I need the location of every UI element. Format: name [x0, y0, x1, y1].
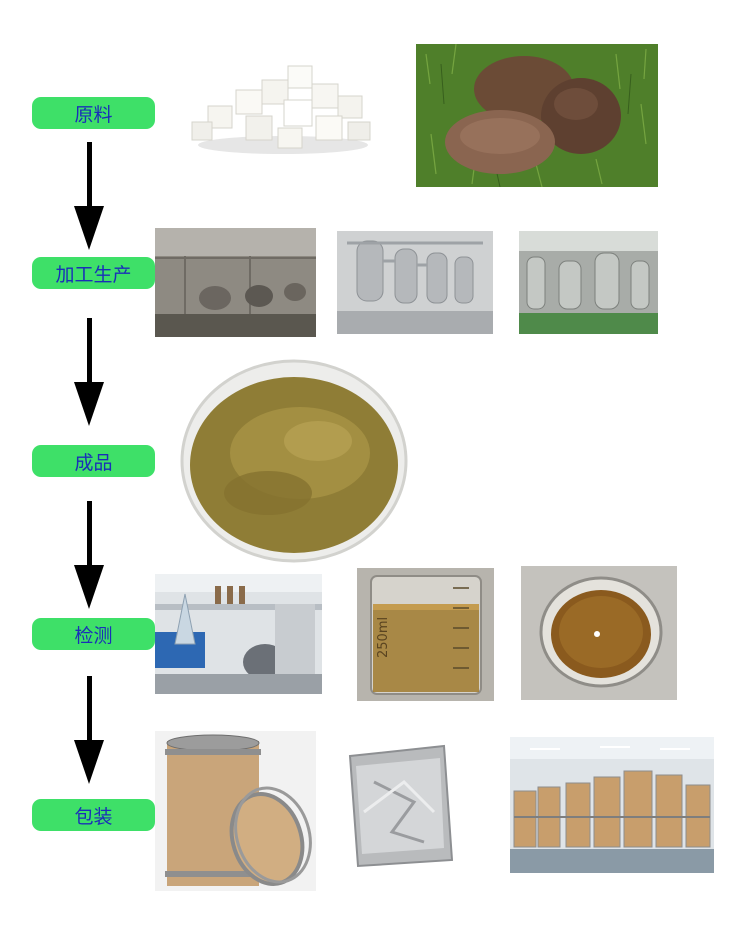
extraction-equipment-photo: [519, 231, 658, 334]
step-label: 加工生产: [55, 263, 132, 286]
down-arrow-icon: [74, 501, 104, 609]
step-finished-product: 成品: [32, 445, 155, 477]
step-label: 成品: [74, 451, 113, 474]
step-label: 包装: [74, 805, 113, 828]
step-raw-material: 原料: [32, 97, 155, 129]
fiber-drum-photo: [155, 731, 316, 891]
down-arrow-icon: [74, 676, 104, 784]
liquid-dish-photo: [521, 566, 677, 700]
warehouse-photo: [510, 737, 714, 873]
steel-tanks-photo: [337, 231, 493, 334]
step-testing: 检测: [32, 618, 155, 650]
step-packaging: 包装: [32, 799, 155, 831]
step-label: 检测: [74, 624, 113, 647]
foil-bag-photo: [344, 742, 457, 870]
beaker-volume-label: 250ml: [376, 617, 391, 658]
factory-photo: [155, 228, 316, 337]
down-arrow-icon: [74, 142, 104, 250]
raw-cubes-photo: [188, 60, 378, 156]
powder-dish-photo: [178, 353, 410, 565]
step-label: 原料: [74, 103, 113, 126]
raw-fungus-photo: [416, 44, 658, 187]
down-arrow-icon: [74, 318, 104, 426]
lab-photo: [155, 574, 322, 694]
step-processing: 加工生产: [32, 257, 155, 289]
beaker-photo: 250ml: [357, 568, 494, 701]
